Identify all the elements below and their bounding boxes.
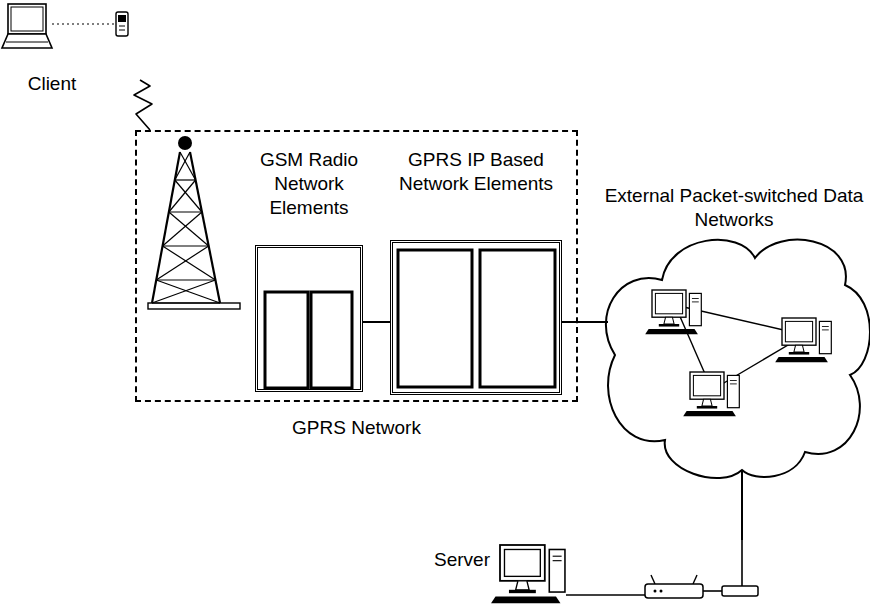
network-link <box>741 470 743 540</box>
element-box-outline <box>255 245 363 392</box>
network-element-panels <box>265 250 555 388</box>
server-node: Server <box>430 540 760 612</box>
node-label: GPRS Network <box>137 416 576 440</box>
radio-tower <box>148 136 240 309</box>
router-icon <box>645 575 703 598</box>
element-box-outline <box>390 240 562 395</box>
client-node: Client <box>5 0 140 100</box>
cable-line <box>52 23 116 24</box>
radio-link <box>134 80 152 130</box>
network-cloud <box>606 240 870 478</box>
node-label: GPRS IP Based Network Elements <box>392 148 560 196</box>
computer-icon <box>645 290 831 416</box>
modem-icon <box>722 586 758 596</box>
network-region: GSM Radio Network Elements GPRS IP Based … <box>135 130 578 402</box>
node-label: External Packet-switched Data Networks <box>604 184 864 232</box>
network-link <box>363 321 390 323</box>
element-box: GSM Radio Network Elements <box>255 148 363 392</box>
node-label: GSM Radio Network Elements <box>247 148 371 220</box>
element-box: GPRS IP Based Network Elements <box>390 148 562 395</box>
server-computer <box>491 545 565 603</box>
node-label: Client <box>17 72 87 96</box>
network-cloud-node: External Packet-switched Data Networks <box>600 180 868 470</box>
laptop-icon <box>2 4 52 48</box>
network-link <box>562 321 608 323</box>
phone-icon <box>116 12 128 36</box>
node-label: Server <box>430 548 494 572</box>
